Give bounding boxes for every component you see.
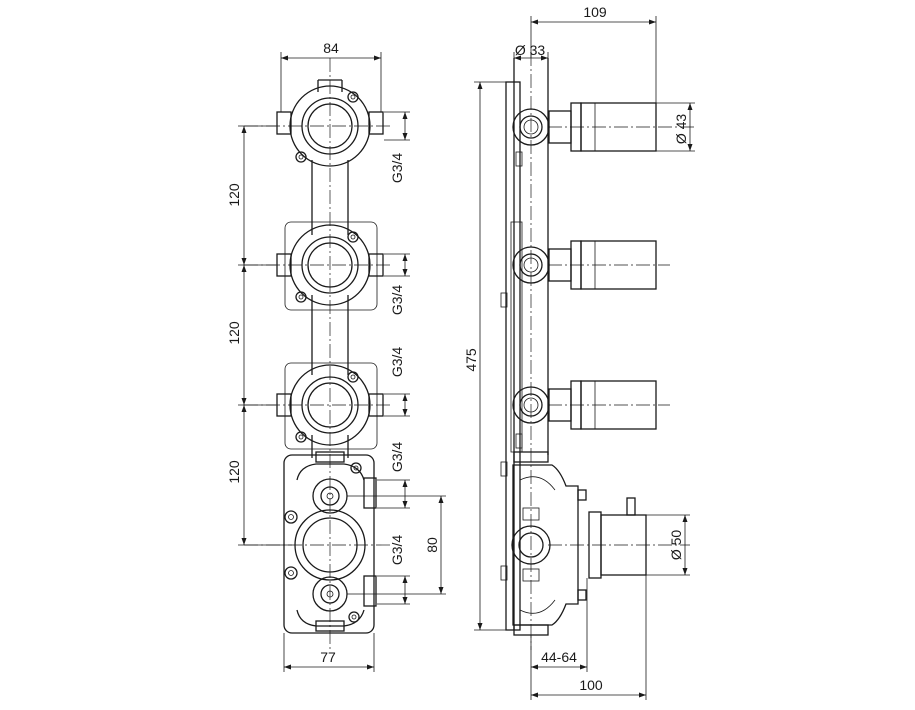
arrowhead (682, 568, 688, 575)
dim-knob-diameter: Ø 50 (668, 530, 684, 561)
arrowhead (531, 692, 538, 698)
dim-spacing-1: 120 (226, 183, 242, 207)
arrowhead (541, 55, 548, 61)
arrowhead (402, 501, 408, 508)
dim-wall-depth: 44-64 (541, 649, 577, 665)
side-handle-2 (512, 240, 670, 290)
arrowhead (580, 664, 587, 670)
arrowhead (402, 269, 408, 276)
dim-spacing-2: 120 (226, 321, 242, 345)
arrowhead (241, 126, 247, 133)
arrowhead (241, 258, 247, 265)
dim-thread-3: G3/4 (389, 347, 405, 378)
arrowhead (402, 480, 408, 487)
arrowhead (682, 515, 688, 522)
arrowhead (687, 103, 693, 110)
arrowhead (402, 112, 408, 119)
valve-body-1 (276, 79, 384, 167)
arrowhead (241, 398, 247, 405)
arrowhead (402, 409, 408, 416)
arrowhead (402, 597, 408, 604)
arrowhead (367, 664, 374, 670)
dim-pipe-diameter: Ø 33 (515, 42, 546, 58)
side-dimensions (474, 16, 695, 700)
arrowhead (402, 576, 408, 583)
arrowhead (438, 496, 444, 503)
dim-thread-4: G3/4 (389, 442, 405, 473)
dim-width-bottom: 77 (320, 649, 336, 665)
arrowhead (514, 55, 521, 61)
arrowhead (649, 19, 656, 25)
dim-diverter-spacing: 80 (424, 537, 440, 553)
arrowhead (241, 265, 247, 272)
arrowhead (241, 405, 247, 412)
dim-knob-projection: 100 (579, 677, 603, 693)
dim-handle-projection: 109 (583, 4, 607, 20)
arrowhead (687, 144, 693, 151)
arrowhead (241, 538, 247, 545)
dim-width-top: 84 (323, 40, 339, 56)
arrowhead (639, 692, 646, 698)
arrowhead (284, 664, 291, 670)
arrowhead (438, 587, 444, 594)
dim-total-height: 475 (463, 348, 479, 372)
dimension-arrows (241, 19, 693, 698)
side-handle-1 (512, 102, 695, 152)
side-diverter (511, 451, 690, 636)
front-dimensions (238, 52, 446, 672)
arrowhead (531, 664, 538, 670)
dim-thread-2: G3/4 (389, 285, 405, 316)
dim-spacing-3: 120 (226, 460, 242, 484)
arrowhead (374, 55, 381, 61)
side-view (500, 52, 695, 650)
dim-thread-1: G3/4 (389, 153, 405, 184)
arrowhead (477, 82, 483, 89)
dim-handle-diameter: Ø 43 (673, 114, 689, 145)
arrowhead (402, 394, 408, 401)
front-view (244, 58, 392, 650)
side-handle-3 (512, 380, 670, 430)
arrowhead (281, 55, 288, 61)
arrowhead (402, 133, 408, 140)
arrowhead (477, 623, 483, 630)
arrowhead (531, 19, 538, 25)
arrowhead (402, 254, 408, 261)
dim-thread-5: G3/4 (389, 535, 405, 566)
